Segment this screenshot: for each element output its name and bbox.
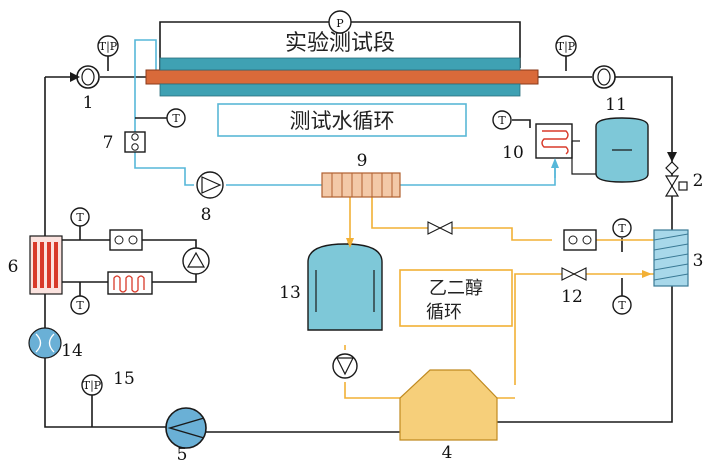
t-sensor-3-top-label: T bbox=[618, 222, 626, 235]
num-12: 12 bbox=[561, 287, 583, 307]
glycol-pipe-4-3 bbox=[514, 273, 654, 385]
water-pipe-to-7 bbox=[134, 39, 157, 132]
t-tap-10 bbox=[512, 119, 531, 128]
component-10-heater bbox=[535, 123, 580, 159]
glycol-flowmeter bbox=[563, 229, 597, 251]
t-sensor-7-label: T bbox=[172, 112, 180, 125]
t-sensor-6-bottom-label: T bbox=[76, 299, 84, 312]
t-sensor-3-top: T bbox=[612, 218, 632, 238]
t-sensor-3-bottom: T bbox=[612, 295, 632, 315]
glycol-loop-label-line1: 乙二醇 bbox=[429, 278, 483, 299]
arrow-into-1 bbox=[70, 72, 80, 82]
arrow-into-13 bbox=[346, 238, 354, 248]
num-8: 8 bbox=[201, 205, 212, 225]
component-2-expansion-valve bbox=[664, 161, 688, 197]
tp-sensor-left-label: T|P bbox=[99, 40, 118, 54]
num-14: 14 bbox=[61, 341, 83, 361]
component-12-valve bbox=[561, 267, 587, 281]
test-section-jacket-top bbox=[159, 57, 521, 71]
arrow-into-2 bbox=[667, 152, 677, 162]
evaporator-loop-heater bbox=[107, 271, 153, 295]
tp-sensor-left: T|P bbox=[97, 35, 119, 57]
water-pipe-9-10 bbox=[400, 165, 556, 186]
num-7: 7 bbox=[103, 133, 114, 153]
test-section-outer-tube bbox=[145, 69, 539, 85]
refrigerant-pipe-left bbox=[44, 77, 166, 428]
tp-sensor-15-label: T|P bbox=[83, 379, 102, 393]
num-3: 3 bbox=[693, 251, 704, 271]
component-4-chiller bbox=[399, 369, 498, 441]
glycol-pump bbox=[332, 353, 358, 379]
test-section-jacket-bottom bbox=[159, 83, 521, 97]
component-5-compressor bbox=[165, 407, 207, 449]
tp-sensor-right-label: T|P bbox=[557, 40, 576, 54]
num-5: 5 bbox=[177, 445, 188, 465]
num-10: 10 bbox=[502, 143, 524, 163]
flow-arrows bbox=[70, 72, 677, 278]
glycol-loop-label-box: 乙二醇 循环 bbox=[399, 269, 513, 327]
num-2: 2 bbox=[693, 171, 704, 191]
test-section-label: 实验测试段 bbox=[285, 31, 395, 56]
water-loop-label: 测试水循环 bbox=[290, 109, 395, 133]
num-1: 1 bbox=[83, 93, 94, 113]
component-1-flowmeter bbox=[76, 65, 100, 89]
t-sensor-10-label: T bbox=[498, 114, 506, 127]
num-4: 4 bbox=[442, 443, 453, 463]
tp-sensor-15: T|P bbox=[81, 374, 103, 396]
tp-sensor-right: T|P bbox=[555, 35, 577, 57]
component-3-plate-heat-exchanger bbox=[653, 229, 689, 287]
t-sensor-3-bottom-label: T bbox=[618, 299, 626, 312]
refrigerant-pipe-4-3 bbox=[492, 286, 673, 423]
dp-sensor: P bbox=[328, 10, 352, 34]
water-pipe-7-8 bbox=[134, 152, 194, 186]
t-sensor-7: T bbox=[166, 108, 186, 128]
component-14-filter bbox=[28, 327, 62, 359]
component-13-glycol-tank bbox=[307, 243, 383, 331]
component-7-water-flowmeter bbox=[124, 131, 146, 153]
component-11-water-tank bbox=[571, 117, 649, 183]
t-sensor-6-top: T bbox=[70, 207, 90, 227]
t-sensor-6-bottom: T bbox=[70, 295, 90, 315]
num-6: 6 bbox=[8, 257, 19, 277]
t-sensor-10: T bbox=[492, 110, 512, 130]
evaporator-loop-flowmeter bbox=[109, 229, 143, 251]
water-loop-label-box: 测试水循环 bbox=[217, 103, 467, 137]
flowmeter-right bbox=[592, 65, 616, 89]
num-13: 13 bbox=[279, 283, 301, 303]
arrow-into-3 bbox=[642, 270, 652, 278]
component-8-water-pump bbox=[196, 171, 224, 199]
component-6-evaporator bbox=[29, 235, 63, 295]
dp-sensor-label: P bbox=[336, 17, 344, 30]
num-15: 15 bbox=[113, 369, 135, 389]
test-section: 实验测试段 bbox=[145, 31, 539, 97]
component-9-heat-exchanger bbox=[321, 172, 401, 198]
glycol-valve-top bbox=[427, 221, 453, 235]
glycol-pipe-9-return bbox=[371, 197, 552, 241]
num-9: 9 bbox=[357, 151, 368, 171]
t-sensor-6-top-label: T bbox=[76, 211, 84, 224]
arrow-into-10 bbox=[551, 158, 559, 168]
num-11: 11 bbox=[605, 95, 627, 115]
evaporator-loop-pump bbox=[182, 247, 210, 275]
glycol-pipe-pump-4 bbox=[344, 382, 400, 399]
glycol-loop-label-line2: 循环 bbox=[426, 302, 462, 323]
